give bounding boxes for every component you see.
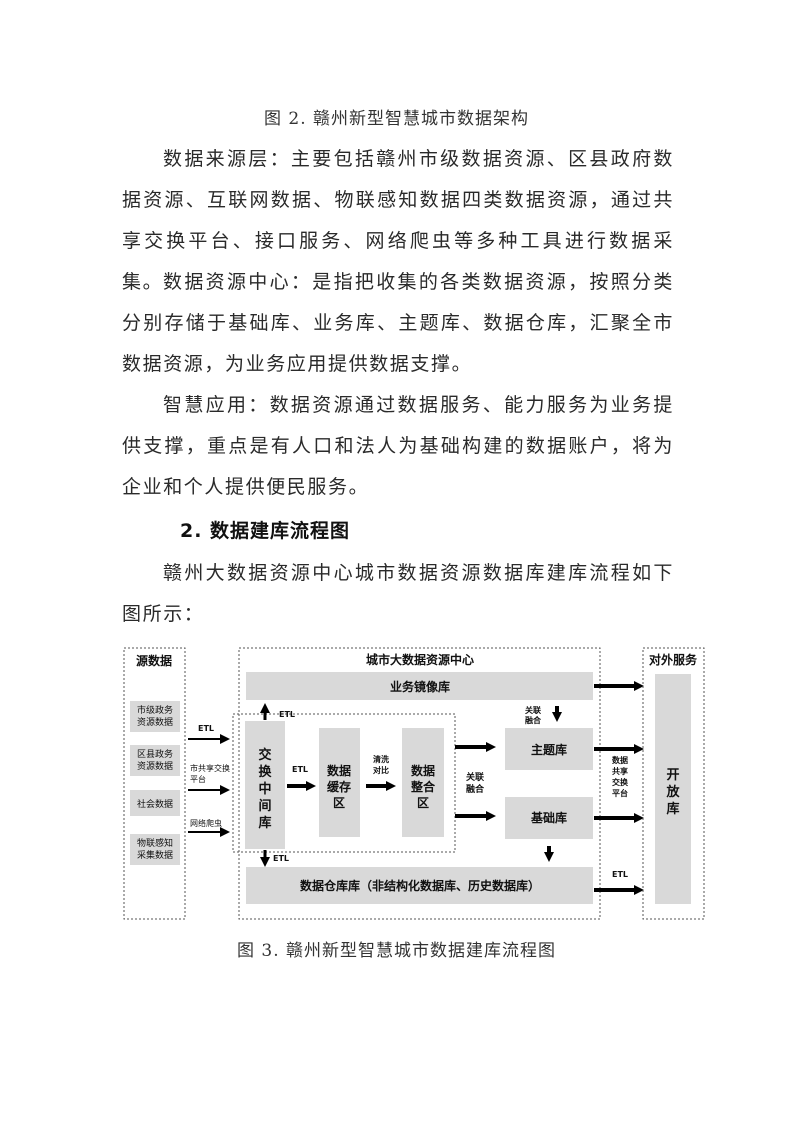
share-line3: 交换 <box>612 777 629 787</box>
warehouse-db-label: 数据仓库库（非结构化数据库、历史数据库） <box>300 878 540 893</box>
source-data-panel <box>123 647 186 920</box>
integrate-line2: 整合 <box>410 779 436 794</box>
source-iot-line1: 物联感知 <box>137 837 173 849</box>
exchange-char-5: 库 <box>258 815 271 831</box>
resource-center-panel <box>238 647 601 920</box>
topic-db-box <box>505 728 593 770</box>
input-label-etl: ETL <box>198 724 214 733</box>
buffer-line1: 数据 <box>327 763 351 778</box>
source-social-box <box>130 790 180 816</box>
source-city-gov-box <box>130 701 180 732</box>
etl-out-label: ETL <box>612 870 628 879</box>
input-label-crawler: 网络爬虫 <box>190 818 222 828</box>
buffer-line2: 缓存 <box>327 779 351 794</box>
source-social-label: 社会数据 <box>137 798 173 810</box>
clean-line1: 清洗 <box>373 754 389 764</box>
exchange-middle-db-box <box>245 721 285 849</box>
paragraph-data-source-layer: 数据来源层：主要包括赣州市级数据资源、区县政府数据资源、互联网数据、物联感知数据… <box>122 148 674 293</box>
clean-line2: 对比 <box>373 765 389 775</box>
etl-down-label: ETL <box>273 854 289 863</box>
open-db-char-2: 放 <box>665 784 680 800</box>
open-db-box <box>655 674 691 904</box>
resource-center-title: 城市大数据资源中心 <box>366 652 474 667</box>
integrate-line1: 数据 <box>411 763 435 778</box>
section-heading: 2. 数据建库流程图 <box>180 520 351 542</box>
mirror-db-box <box>246 672 593 700</box>
paragraph-smart-application: 智慧应用：数据资源通过数据服务、能力服务为业务提供支撑，重点是有人口和法人为基础… <box>122 394 674 498</box>
etl-up-label: ETL <box>279 710 295 719</box>
input-label-exchange-line2: 平台 <box>190 774 206 784</box>
mirror-db-label: 业务镜像库 <box>390 679 450 694</box>
source-county-gov-line2: 资源数据 <box>137 760 173 772</box>
source-city-gov-line2: 资源数据 <box>137 716 173 728</box>
paragraph-data-resource-center: 数据资源中心：是指把收集的各类数据资源，按照分类分别存储于基础库、业务库、主题库… <box>122 271 674 375</box>
paragraph-intro: 赣州大数据资源中心城市数据资源数据库建库流程如下图所示： <box>122 562 674 625</box>
external-service-title: 对外服务 <box>649 652 698 667</box>
external-service-panel <box>642 647 705 920</box>
database-build-flow-diagram: 源数据 市级政务 资源数据 区县政务 资源数据 社会数据 物联感知 采集数据 E… <box>123 647 705 920</box>
source-data-title: 源数据 <box>136 653 172 668</box>
source-iot-line2: 采集数据 <box>137 849 173 861</box>
fusion-top-line1: 关联 <box>525 705 541 715</box>
exchange-char-2: 换 <box>258 764 272 780</box>
etl-mid-label: ETL <box>292 765 308 774</box>
share-line2: 共享 <box>612 766 628 776</box>
figure-3-caption: 图 3. 赣州新型智慧城市数据建库流程图 <box>236 941 557 961</box>
share-line1: 数据 <box>612 755 628 765</box>
base-db-label: 基础库 <box>530 810 567 825</box>
fusion-top-line2: 融合 <box>525 715 542 725</box>
warehouse-db-box <box>246 867 593 904</box>
topic-db-label: 主题库 <box>531 742 567 757</box>
data-buffer-zone-box <box>319 728 360 837</box>
input-label-exchange-line1: 市共享交换 <box>190 763 230 773</box>
exchange-char-1: 交 <box>258 747 271 763</box>
exchange-char-4: 间 <box>258 798 271 814</box>
open-db-char-3: 库 <box>666 801 679 817</box>
source-city-gov-line1: 市级政务 <box>137 704 173 716</box>
figure-2-caption: 图 2. 赣州新型智慧城市数据架构 <box>263 109 530 129</box>
fusion-mid-line1: 关联 <box>466 771 485 783</box>
fusion-mid-line2: 融合 <box>466 783 485 795</box>
buffer-line3: 区 <box>333 796 345 810</box>
share-line4: 平台 <box>612 788 628 798</box>
source-iot-box <box>130 834 180 865</box>
data-integration-zone-box <box>402 728 444 837</box>
source-county-gov-line1: 区县政务 <box>137 748 173 760</box>
exchange-char-3: 中 <box>258 781 271 797</box>
integrate-line3: 区 <box>417 796 429 810</box>
source-county-gov-box <box>130 745 180 776</box>
open-db-char-1: 开 <box>666 768 679 783</box>
base-db-box <box>505 797 593 839</box>
